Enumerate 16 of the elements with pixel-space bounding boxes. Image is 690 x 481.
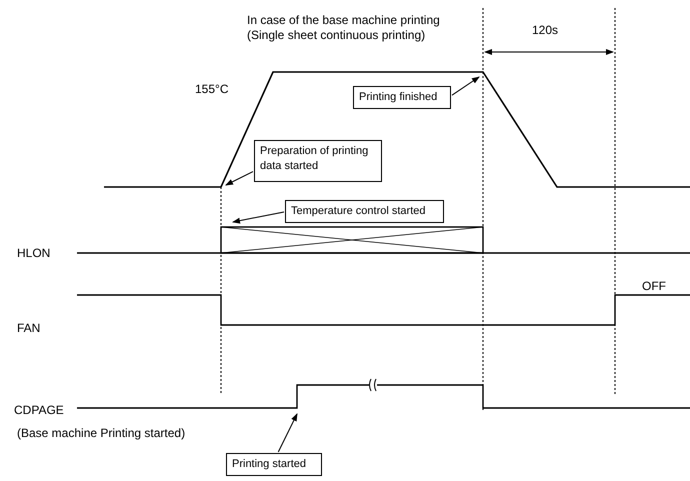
leader-arrow — [452, 76, 480, 96]
callout-box: Temperature control started — [285, 200, 444, 223]
signal-name: HLON — [17, 246, 50, 261]
leader-arrow — [278, 413, 298, 452]
dimension-label: 120s — [532, 23, 558, 38]
state-label: OFF — [642, 279, 666, 294]
leader-arrow — [232, 211, 284, 224]
signal-name: CDPAGE — [14, 403, 64, 418]
callout-box: Printing finished — [353, 86, 451, 109]
diagram-title: In case of the base machine printing (Single sheet continuous printing) — [247, 13, 441, 43]
signal-name: FAN — [17, 321, 40, 336]
callout-box: Preparation of printing data started — [254, 140, 382, 182]
note-text: (Base machine Printing started) — [17, 426, 186, 441]
temperature-label: 155°C — [195, 82, 228, 97]
leader-arrow — [225, 171, 254, 186]
callout-box: Printing started — [226, 453, 322, 476]
